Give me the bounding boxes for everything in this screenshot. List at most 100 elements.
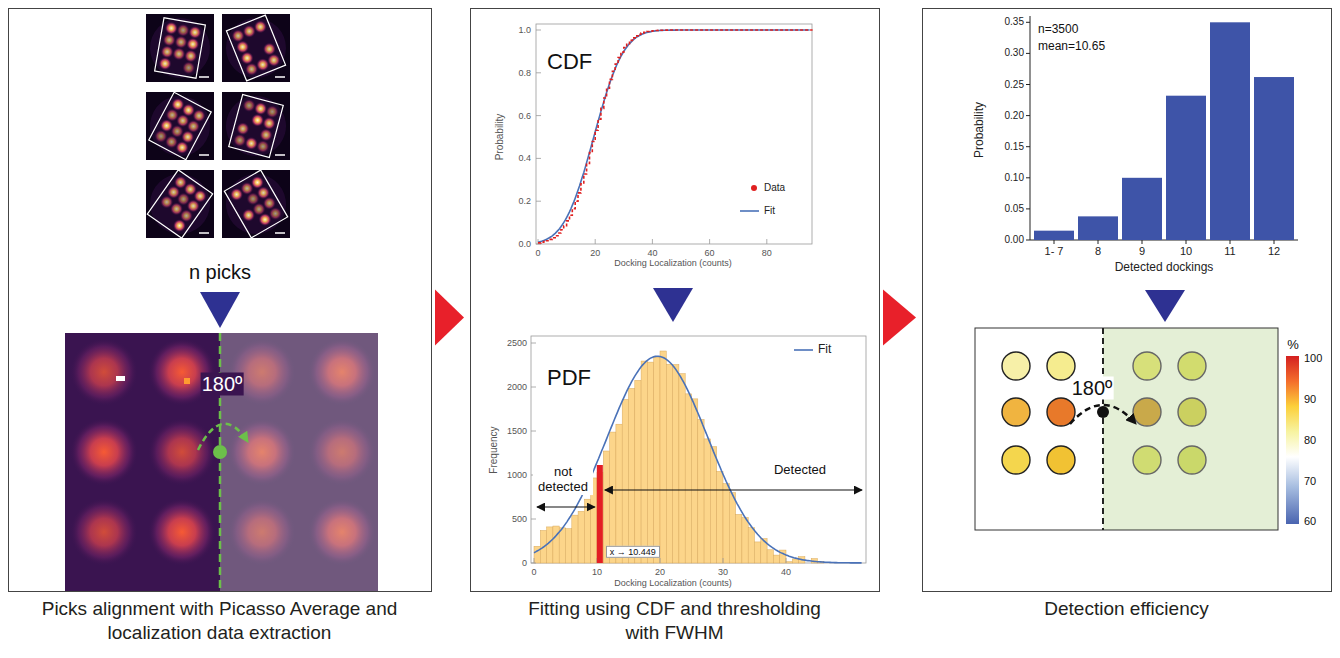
haze — [215, 163, 297, 245]
plot-title: PDF — [547, 365, 591, 390]
tick — [1230, 240, 1231, 244]
tick-label: 12 — [1268, 245, 1280, 258]
histogram-bar — [710, 447, 716, 563]
colorbar — [1286, 356, 1299, 524]
origami-pick — [219, 89, 292, 162]
scale-bar — [275, 76, 285, 78]
histogram-bar — [547, 527, 553, 563]
tick — [1026, 146, 1030, 147]
panel-label: n picks — [189, 261, 251, 284]
histogram-bar — [692, 399, 698, 563]
axis-label: Frequency — [488, 426, 500, 473]
histogram-bar — [629, 388, 635, 563]
histogram-bar — [622, 399, 628, 563]
rotation-center — [213, 445, 227, 459]
range-arrow — [537, 506, 595, 507]
average-spot — [70, 338, 138, 406]
panel: Picks alignment with Picasso Average and… — [8, 8, 432, 592]
tick-label: 0.10 — [1005, 172, 1024, 184]
bright-pixel — [116, 376, 125, 381]
histogram-bar — [654, 357, 660, 563]
histogram-bar — [559, 528, 565, 563]
tick-label: 0.15 — [1005, 141, 1024, 153]
axis-label: Detected dockings — [1115, 261, 1214, 275]
tick-label: 0 — [522, 558, 527, 568]
tick — [536, 201, 541, 202]
tick — [531, 387, 536, 388]
annotation: not detected — [533, 465, 593, 495]
plot-frame — [536, 24, 812, 244]
tick-label: 10 — [592, 567, 602, 577]
histogram-bar — [755, 542, 761, 563]
histogram-bar — [666, 364, 672, 563]
step-arrow — [653, 288, 693, 322]
docking-spot — [252, 18, 269, 35]
step-arrow — [200, 292, 240, 328]
histogram-bar — [742, 518, 748, 563]
histogram-bar — [1166, 96, 1206, 240]
range-arrow — [605, 489, 862, 490]
legend-sample — [794, 349, 813, 351]
docking-spot — [187, 25, 202, 40]
docking-spot — [232, 132, 248, 148]
symmetry-axis — [1102, 328, 1104, 530]
tick-label: 80 — [762, 248, 772, 258]
docking-spot — [250, 112, 266, 128]
origami-pick — [145, 13, 215, 83]
docking-site — [1002, 446, 1030, 474]
histogram-bar — [1210, 22, 1250, 240]
haze — [145, 13, 215, 83]
origami-pick — [139, 85, 220, 166]
tick-label: 40 — [781, 567, 791, 577]
docking-spot — [255, 139, 271, 155]
haze — [217, 9, 295, 87]
histogram-bar — [641, 361, 647, 563]
panel-caption: Detection efficiency — [937, 597, 1317, 621]
tick-label: 1500 — [507, 426, 527, 436]
histogram-bar — [792, 559, 798, 563]
tick-label: 0.05 — [1005, 203, 1024, 215]
rotation-label: 180º — [1071, 377, 1114, 400]
histogram-bar — [729, 493, 735, 563]
colorbar-tick: 70 — [1304, 475, 1316, 488]
plot-frame — [531, 336, 866, 563]
docking-spot — [162, 32, 177, 47]
tick-label: 0.6 — [518, 110, 531, 120]
docking-site — [1178, 398, 1206, 426]
docking-site — [1047, 446, 1075, 474]
rotated-half-overlay — [220, 333, 378, 592]
tick-label: 20 — [590, 248, 600, 258]
tick — [1026, 115, 1030, 116]
histogram-bar — [748, 528, 754, 563]
histogram-bar — [1078, 216, 1118, 240]
origami-pick — [215, 163, 297, 245]
tick-label: 20 — [655, 567, 665, 577]
tick — [1026, 177, 1030, 178]
tick-label: 9 — [1139, 245, 1145, 258]
micrograph-background — [146, 92, 214, 160]
docking-site — [1002, 352, 1030, 380]
tick-label: 1.0 — [518, 25, 531, 35]
average-spot — [148, 418, 216, 486]
docking-spot — [174, 35, 189, 50]
tick-label: 0.4 — [518, 153, 531, 163]
tick — [723, 558, 724, 563]
docking-spot — [173, 139, 191, 157]
docking-spot — [164, 21, 179, 36]
histogram-bar — [786, 562, 792, 563]
tick-label: 0.20 — [1005, 110, 1024, 122]
tick-label: 0.35 — [1005, 17, 1024, 29]
pick-outline — [226, 15, 285, 81]
pick-outline — [155, 18, 206, 78]
legend-sample — [740, 210, 759, 212]
colorbar-tick: 80 — [1304, 434, 1316, 447]
tick-label: 0.00 — [1005, 234, 1024, 246]
docking-site — [1178, 352, 1206, 380]
tick-label: 30 — [718, 567, 728, 577]
tick-label: 10 — [1180, 245, 1192, 258]
docking-site — [1133, 352, 1161, 380]
colorbar-unit: % — [1287, 338, 1299, 353]
scale-bar — [199, 76, 209, 78]
docking-site — [1133, 446, 1161, 474]
